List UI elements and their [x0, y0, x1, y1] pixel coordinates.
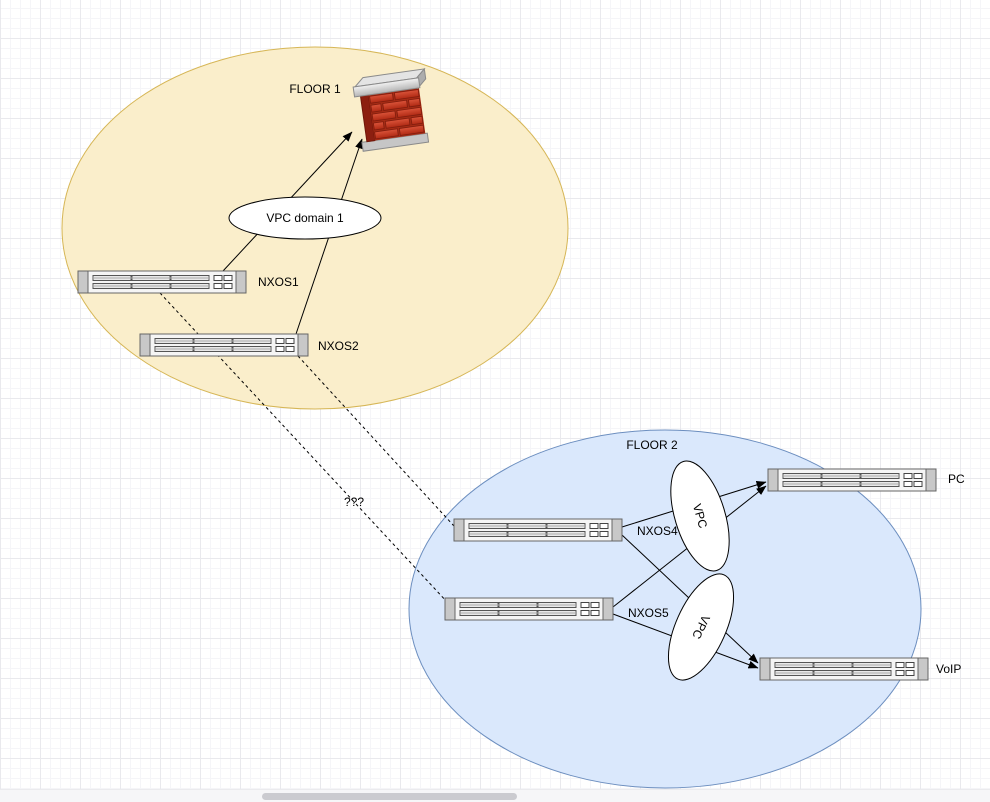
voip-label: VoIP — [936, 662, 961, 676]
unknown-link-label: ??? — [344, 495, 364, 509]
nxos4-label: NXOS4 — [637, 524, 678, 538]
link-nxos2-nxos4-dashed[interactable] — [297, 355, 455, 527]
vpc-link-upper-label: VPC — [690, 502, 710, 530]
horizontal-scrollbar-thumb[interactable] — [262, 793, 517, 800]
nxos2-label: NXOS2 — [318, 339, 359, 353]
pc-rack-device-icon[interactable] — [767, 468, 937, 492]
nxos5-label: NXOS5 — [628, 606, 669, 620]
pc-label: PC — [948, 472, 965, 486]
nxos1-label: NXOS1 — [258, 275, 299, 289]
floor1-label: FLOOR 1 — [289, 82, 341, 96]
vpc-domain-1-ellipse[interactable] — [228, 196, 382, 240]
nxos2-rack-switch-icon[interactable] — [139, 333, 309, 357]
firewall-brick-wall-icon[interactable] — [352, 67, 434, 152]
floor2-label: FLOOR 2 — [626, 438, 678, 452]
horizontal-scrollbar[interactable] — [0, 789, 990, 802]
nxos1-rack-switch-icon[interactable] — [77, 270, 247, 294]
vpc-link-lower-ellipse[interactable] — [655, 565, 747, 689]
nxos4-rack-switch-icon[interactable] — [453, 518, 623, 542]
vpc-link-upper-ellipse[interactable] — [659, 454, 740, 578]
vpc-domain-1-label: VPC domain 1 — [266, 211, 344, 225]
link-nxos1-nxos5-dashed[interactable] — [159, 292, 449, 604]
voip-rack-device-icon[interactable] — [759, 657, 929, 681]
nxos5-rack-switch-icon[interactable] — [444, 597, 614, 621]
